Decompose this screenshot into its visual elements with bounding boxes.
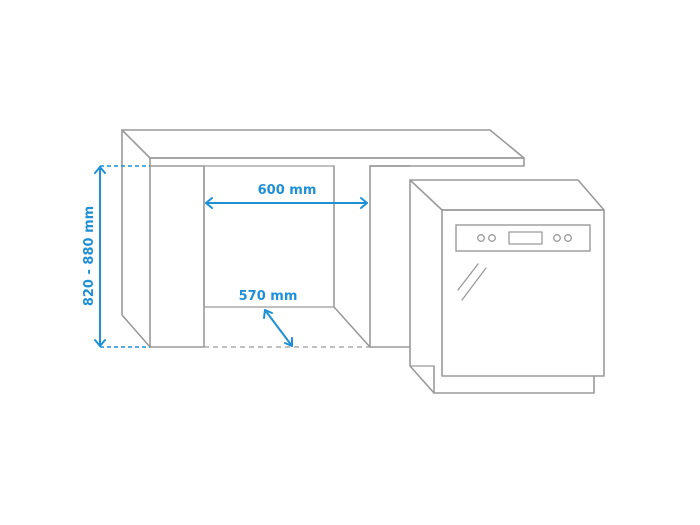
arrow-right-icon bbox=[360, 197, 368, 209]
depth-dimension: 570 mm bbox=[239, 289, 298, 347]
width-label: 600 mm bbox=[258, 183, 317, 198]
dishwasher-side bbox=[409, 179, 435, 394]
countertop-top-face bbox=[121, 129, 525, 159]
control-panel bbox=[455, 224, 591, 252]
right-inner-panel bbox=[333, 165, 371, 348]
depth-arrow-line bbox=[264, 309, 293, 347]
control-button-icon bbox=[553, 234, 561, 242]
arrow-left-icon bbox=[205, 197, 213, 209]
control-button-icon bbox=[564, 234, 572, 242]
door-glare-line bbox=[457, 263, 479, 291]
dishwasher-kickplate bbox=[433, 365, 595, 394]
dishwasher-front bbox=[441, 209, 605, 377]
left-panel-front-face bbox=[149, 165, 205, 348]
height-dimension: 820 - 880 mm bbox=[82, 165, 150, 348]
control-button-icon bbox=[477, 234, 485, 242]
door-glare-line bbox=[461, 267, 487, 301]
arrow-diagonal-up-icon bbox=[263, 309, 273, 319]
dishwasher-top-face bbox=[409, 179, 605, 211]
width-dimension: 600 mm bbox=[205, 183, 368, 209]
height-label: 820 - 880 mm bbox=[82, 206, 97, 306]
arrow-diagonal-down-icon bbox=[284, 337, 293, 347]
arrow-down-icon bbox=[94, 339, 106, 347]
depth-label: 570 mm bbox=[239, 289, 298, 304]
kitchen-cabinet bbox=[121, 129, 525, 348]
control-button-icon bbox=[488, 234, 496, 242]
countertop-front-edge bbox=[149, 157, 525, 167]
display-screen-icon bbox=[508, 231, 543, 245]
arrow-up-icon bbox=[94, 166, 106, 174]
left-side-panel bbox=[121, 129, 151, 348]
dishwasher bbox=[409, 179, 605, 394]
